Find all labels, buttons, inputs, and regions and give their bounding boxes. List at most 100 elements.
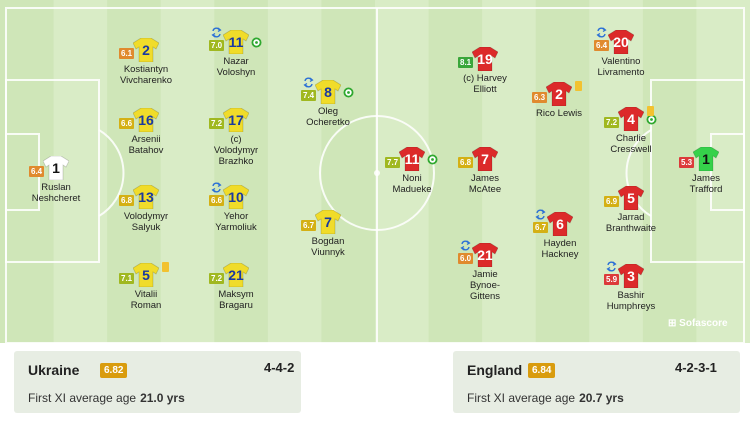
shirt-number: 21 (477, 247, 493, 263)
goal-icon (251, 37, 262, 48)
player-name-line: Volodymyr (213, 145, 259, 156)
away-age-value: 20.7 yrs (579, 391, 624, 405)
player-name-line: Ruslan (41, 182, 71, 193)
yellow-card-icon (162, 262, 169, 272)
player-name-line: Salyuk (131, 222, 161, 233)
home-formation: 4-4-2 (264, 360, 295, 375)
player-name-line: Batahov (128, 145, 164, 156)
away-age-label: First XI average age (467, 391, 576, 405)
shirt-number: 13 (138, 189, 154, 205)
brand-label: Sofascore (679, 318, 728, 329)
home-age-label: First XI average age (28, 391, 137, 405)
shirt-number: 2 (555, 86, 563, 102)
shirt-number: 2 (142, 42, 150, 58)
player-rating: 7.0 (209, 40, 225, 51)
home-age-value: 21.0 yrs (140, 391, 185, 405)
away-team-name: England (467, 362, 523, 378)
shirt-number: 4 (627, 111, 635, 127)
shirt-number: 16 (138, 112, 154, 128)
shirt-number: 8 (324, 84, 332, 100)
shirt-number: 3 (627, 268, 635, 284)
away-team-rating: 6.84 (528, 363, 556, 378)
player-name-line: Livramento (597, 67, 645, 78)
player-rating: 7.4 (301, 90, 317, 101)
player-name-line: Gittens (469, 291, 501, 302)
sofascore-icon: ⊞ (668, 318, 677, 329)
player-rating: 6.4 (29, 166, 45, 177)
player-name-line: James (692, 173, 720, 184)
player-name-line: Voloshyn (216, 67, 256, 78)
player-name-line: Bogdan (311, 236, 345, 247)
player-name-line: Arsenii (131, 134, 161, 145)
shirt-number: 6 (556, 216, 564, 232)
substitution-icon (211, 182, 222, 193)
away-team-card[interactable]: England 6.84 4-2-3-1 First XI average ag… (453, 351, 740, 413)
substitution-icon (460, 240, 471, 251)
goal-icon (427, 154, 438, 165)
goal-icon (343, 87, 354, 98)
player-name-line: Elliott (473, 84, 497, 95)
player-name-line: Oleg (317, 106, 339, 117)
player-rating: 6.4 (594, 40, 610, 51)
substitution-icon (211, 27, 222, 38)
player-rating: 6.7 (533, 222, 549, 233)
shirt-number: 5 (627, 190, 635, 206)
shirt-number: 10 (228, 189, 244, 205)
player-name-line: (c) (230, 134, 242, 145)
shirt-number: 17 (228, 112, 244, 128)
player-name-line: Vivcharenko (119, 75, 173, 86)
player-rating: 6.1 (119, 48, 135, 59)
player-rating: 7.7 (385, 157, 401, 168)
player-name-line: Hayden (543, 238, 577, 249)
yellow-card-icon (575, 81, 582, 91)
